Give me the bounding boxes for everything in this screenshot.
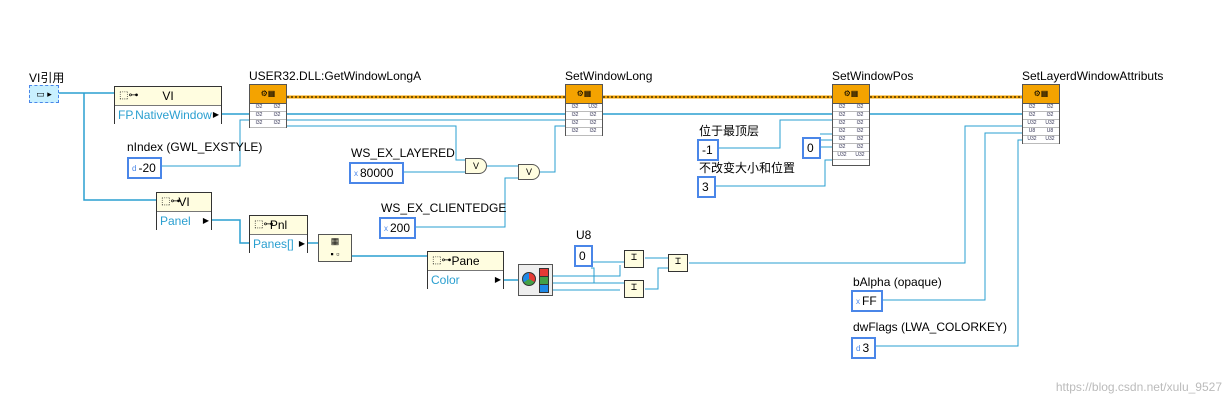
vi-panel-property-node[interactable]: ⬚⊶VI Panel ▶ bbox=[156, 192, 212, 230]
output-arrow-icon: ▶ bbox=[202, 216, 209, 225]
dll-call-icon: ⚙▦ bbox=[1023, 85, 1059, 104]
join-node-3[interactable]: ⌶ bbox=[668, 254, 688, 272]
pane-property-node[interactable]: ⬚⊶Pane Color ▶ bbox=[427, 251, 504, 289]
or-gate-1[interactable]: V bbox=[465, 158, 487, 174]
color-to-rgb-node[interactable] bbox=[518, 264, 553, 296]
output-arrow-icon: ▶ bbox=[298, 239, 305, 248]
dwflags-label: dwFlags (LWA_COLORKEY) bbox=[853, 320, 1008, 334]
balpha-label: bAlpha (opaque) bbox=[853, 275, 942, 289]
ws-ex-layered-label: WS_EX_LAYERED bbox=[351, 146, 455, 160]
vi-panel-head: VI bbox=[178, 195, 190, 209]
join-node-1[interactable]: ⌶ bbox=[624, 250, 644, 268]
ws-ex-clientedge-label: WS_EX_CLIENTEDGE bbox=[381, 201, 507, 215]
join-node-2[interactable]: ⌶ bbox=[624, 280, 644, 298]
dll-call-icon: ⚙▦ bbox=[566, 85, 602, 104]
index-array-node[interactable]: ▦▪ ▫ bbox=[318, 234, 352, 262]
nindex-constant[interactable]: d-20 bbox=[127, 157, 162, 179]
watermark: https://blog.csdn.net/xulu_9527 bbox=[1055, 380, 1222, 394]
nindex-label: nIndex (GWL_EXSTYLE) bbox=[127, 140, 263, 154]
u8-label: U8 bbox=[576, 228, 592, 242]
or-gate-2[interactable]: V bbox=[518, 164, 540, 180]
output-arrow-icon: ▶ bbox=[494, 275, 501, 284]
getwindowlong-label: USER32.DLL:GetWindowLongA bbox=[249, 69, 422, 83]
blue-swatch-icon bbox=[539, 284, 549, 293]
dll-call-icon: ⚙▦ bbox=[250, 85, 286, 104]
zero-constant[interactable]: 0 bbox=[802, 137, 821, 159]
vi-ref-label: VI引用 bbox=[29, 71, 65, 85]
topmost-constant[interactable]: -1 bbox=[697, 139, 719, 161]
nosize-label: 不改变大小和位置 bbox=[699, 161, 796, 175]
panes-property: Panes[] bbox=[253, 237, 294, 251]
topmost-label: 位于最顶层 bbox=[699, 124, 760, 138]
setwindowpos-label: SetWindowPos bbox=[832, 69, 914, 83]
vi-property-head: VI bbox=[162, 89, 174, 103]
vi-ref-control[interactable]: ▭ ▸ bbox=[29, 85, 59, 103]
pnl-head: Pnl bbox=[269, 218, 288, 232]
color-wheel-icon bbox=[522, 272, 536, 286]
nosize-constant[interactable]: 3 bbox=[697, 176, 716, 198]
color-property: Color bbox=[431, 273, 460, 287]
vi-property-node[interactable]: ⬚⊶ VI FP.NativeWindow▶ bbox=[114, 86, 222, 124]
property-node-icon: ⬚⊶ bbox=[432, 255, 452, 266]
pane-head: Pane bbox=[451, 254, 480, 268]
output-arrow-icon: ▶ bbox=[212, 110, 219, 119]
dll-call-icon: ⚙▦ bbox=[833, 85, 869, 104]
setwindowlong-label: SetWindowLong bbox=[565, 69, 653, 83]
native-window-property: FP.NativeWindow bbox=[118, 108, 212, 122]
property-node-icon: ⬚⊶ bbox=[161, 196, 181, 207]
property-node-icon: ⬚⊶ bbox=[119, 90, 139, 101]
property-node-icon: ⬚⊶ bbox=[254, 219, 274, 230]
u8-constant[interactable]: 0 bbox=[574, 245, 593, 267]
setlayered-label: SetLayerdWindowAttributs bbox=[1022, 69, 1164, 83]
vi-ref-icon: ▭ ▸ bbox=[36, 89, 52, 99]
index-array-icon: ▦▪ ▫ bbox=[330, 236, 340, 259]
pnl-property-node[interactable]: ⬚⊶Pnl Panes[] ▶ bbox=[249, 215, 308, 253]
panel-property: Panel bbox=[160, 214, 191, 228]
